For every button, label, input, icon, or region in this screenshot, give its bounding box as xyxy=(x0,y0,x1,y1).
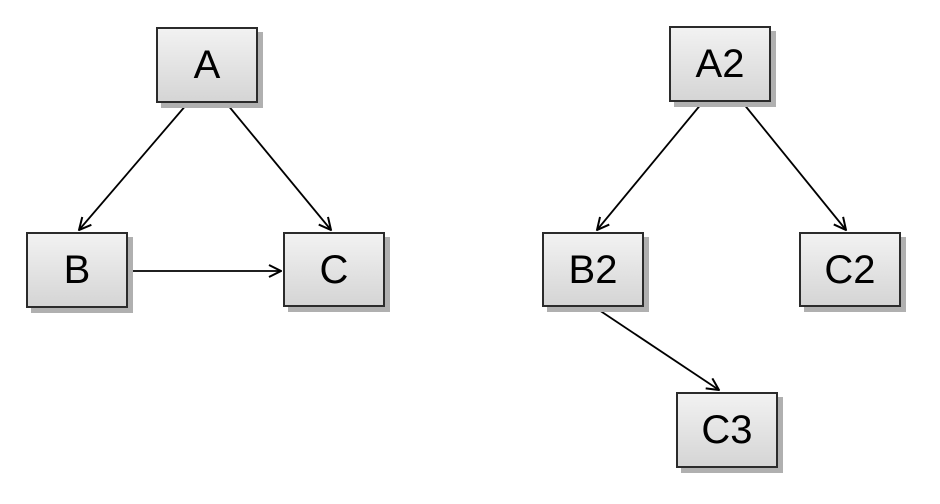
node-label: B2 xyxy=(568,247,618,292)
node-C3[interactable]: C3 xyxy=(676,392,778,468)
node-A[interactable]: A xyxy=(156,27,258,103)
node-B2[interactable]: B2 xyxy=(542,232,644,307)
node-A2[interactable]: A2 xyxy=(669,26,771,102)
node-label: C xyxy=(319,247,349,292)
edge-A2-C2[interactable] xyxy=(742,102,846,230)
node-B[interactable]: B xyxy=(26,232,128,308)
edge-A2-B2[interactable] xyxy=(597,102,703,230)
node-label: B xyxy=(63,248,91,292)
node-C[interactable]: C xyxy=(283,232,385,307)
edge-B2-C3[interactable] xyxy=(595,307,719,390)
node-label: C3 xyxy=(701,408,753,452)
node-C2[interactable]: C2 xyxy=(799,232,901,307)
edge-A-C[interactable] xyxy=(226,103,331,230)
node-label: A2 xyxy=(695,42,745,86)
edge-A-B[interactable] xyxy=(79,103,188,230)
node-label: A xyxy=(193,43,221,87)
node-label: C2 xyxy=(824,247,876,292)
